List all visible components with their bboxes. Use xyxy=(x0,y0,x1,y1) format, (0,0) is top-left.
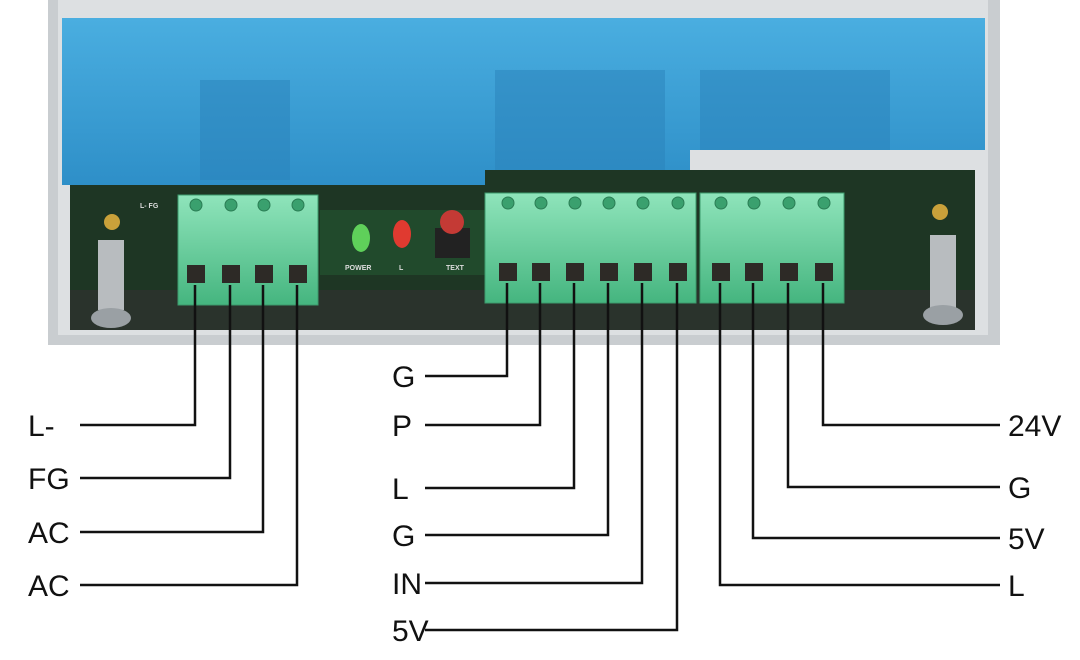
wire-line xyxy=(80,285,232,480)
wire-line xyxy=(80,285,197,427)
power-marking: POWER xyxy=(345,265,371,272)
wire-line xyxy=(718,283,1000,587)
terminal-socket xyxy=(815,263,833,281)
l-marking: L xyxy=(399,265,404,272)
terminal-label: 5V xyxy=(1008,523,1045,556)
standoff-left xyxy=(91,240,131,328)
screw-icon xyxy=(602,196,616,210)
screw-icon xyxy=(534,196,548,210)
left-terminals-block xyxy=(177,194,319,306)
terminal-socket xyxy=(566,263,584,281)
screw-icon xyxy=(224,198,238,212)
wire-line xyxy=(425,283,610,537)
terminal-socket xyxy=(222,265,240,283)
terminal-label: L xyxy=(392,473,409,506)
wire-line xyxy=(425,283,576,490)
terminal-socket xyxy=(499,263,517,281)
wire-line xyxy=(80,285,265,534)
power-led-icon xyxy=(352,224,370,252)
wire-line xyxy=(786,283,1000,489)
wire-line xyxy=(80,285,299,587)
terminal-label: FG xyxy=(28,463,70,496)
screw-icon xyxy=(636,196,650,210)
screw-icon xyxy=(817,196,831,210)
screw-icon xyxy=(568,196,582,210)
terminal-label: 24V xyxy=(1008,410,1061,443)
terminal-label: AC xyxy=(28,570,70,603)
middle-terminals-block xyxy=(484,192,697,304)
wire-line xyxy=(821,283,1000,427)
terminal-label: IN xyxy=(392,568,422,601)
screw-icon xyxy=(671,196,685,210)
terminal-socket xyxy=(187,265,205,283)
right-terminals-block xyxy=(699,192,845,304)
standoff-right xyxy=(923,235,963,325)
strip-marking: L- FG xyxy=(140,203,159,210)
terminal-socket xyxy=(600,263,618,281)
terminal-label: G xyxy=(392,520,415,553)
terminal-label: P xyxy=(392,410,412,443)
screw-icon xyxy=(257,198,271,212)
screw-icon xyxy=(782,196,796,210)
terminal-socket xyxy=(634,263,652,281)
terminal-socket xyxy=(532,263,550,281)
wire-line xyxy=(425,283,644,585)
terminal-label: 5V xyxy=(392,615,429,648)
terminal-label: L- xyxy=(28,410,55,443)
terminal-socket xyxy=(780,263,798,281)
screw-icon xyxy=(501,196,515,210)
screw-icon xyxy=(104,214,120,230)
terminal-socket xyxy=(712,263,730,281)
terminal-label: L xyxy=(1008,570,1025,603)
screw-icon xyxy=(932,204,948,220)
wire-line xyxy=(425,283,509,378)
terminal-socket xyxy=(745,263,763,281)
screw-icon xyxy=(714,196,728,210)
screw-icon xyxy=(189,198,203,212)
terminal-socket xyxy=(669,263,687,281)
l-led-icon xyxy=(393,220,411,248)
terminal-socket xyxy=(289,265,307,283)
wire-line xyxy=(425,283,679,632)
wire-line xyxy=(751,283,1000,540)
terminal-label: AC xyxy=(28,517,70,550)
test-marking: TEXT xyxy=(446,265,465,272)
terminal-label: G xyxy=(1008,472,1031,505)
indicator-board: POWER L TEXT xyxy=(320,210,485,275)
terminal-label: G xyxy=(392,361,415,394)
terminal-socket xyxy=(255,265,273,283)
wire-line xyxy=(425,283,542,427)
screw-icon xyxy=(747,196,761,210)
screw-icon xyxy=(291,198,305,212)
